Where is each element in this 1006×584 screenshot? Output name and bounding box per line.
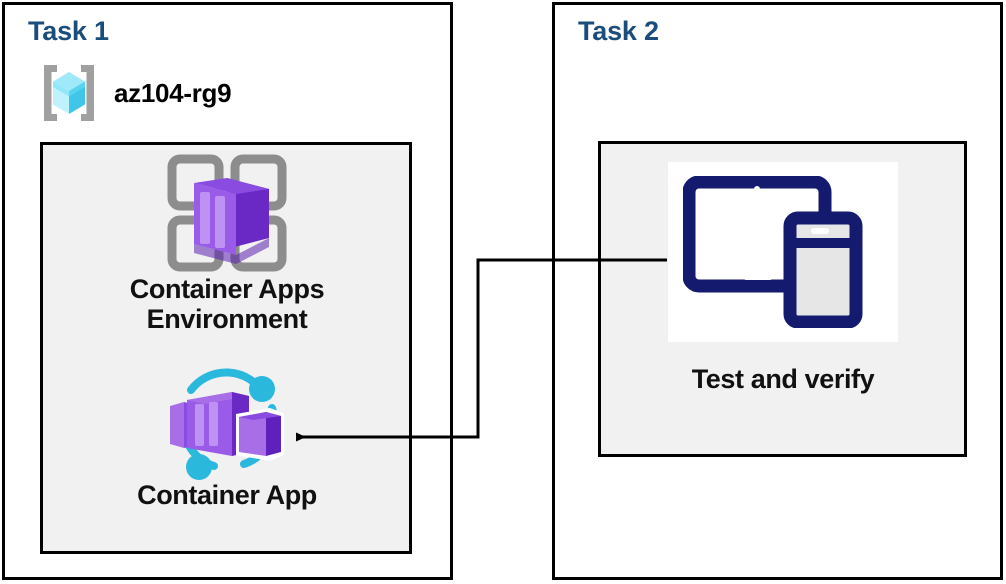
test-and-verify-item: Test and verify bbox=[620, 162, 946, 394]
task-1-title: Task 1 bbox=[28, 16, 109, 46]
container-app-item: Container App bbox=[62, 368, 392, 510]
test-and-verify-label: Test and verify bbox=[691, 364, 875, 394]
resource-group-icon bbox=[36, 62, 102, 124]
task-2-title: Task 2 bbox=[578, 16, 659, 46]
test-and-verify-icon-plate bbox=[668, 162, 898, 342]
container-app-icon bbox=[152, 368, 302, 480]
test-and-verify-icon bbox=[683, 176, 883, 328]
resource-group-label: az104-rg9 bbox=[114, 77, 232, 108]
container-app-label: Container App bbox=[137, 480, 317, 510]
container-apps-environment-item: Container Apps Environment bbox=[62, 152, 392, 334]
container-apps-environment-label: Container Apps Environment bbox=[129, 274, 325, 335]
resource-group-row: az104-rg9 bbox=[36, 62, 232, 124]
container-apps-environment-icon bbox=[164, 152, 290, 274]
